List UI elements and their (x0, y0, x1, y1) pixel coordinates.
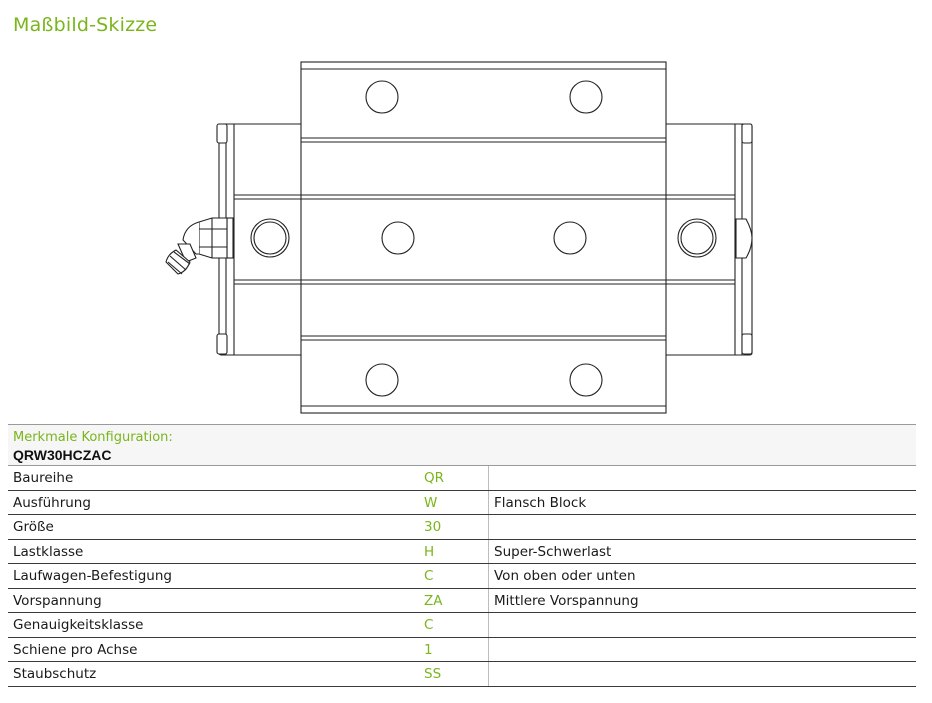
row-label: Genauigkeitsklasse (13, 617, 144, 633)
table-row: Schiene pro Achse 1 (8, 637, 916, 662)
row-code: SS (424, 666, 442, 682)
mounting-hole (569, 80, 603, 114)
row-desc: Mittlere Vorspannung (494, 592, 639, 609)
mounting-hole (553, 221, 587, 255)
config-heading: Merkmale Konfiguration: (13, 430, 173, 445)
row-desc: Flansch Block (494, 494, 587, 511)
dimension-drawing (165, 61, 753, 414)
config-header: Merkmale Konfiguration: QRW30HCZAC (8, 424, 916, 466)
table-row: Ausführung W Flansch Block (8, 490, 916, 515)
row-label: Laufwagen-Befestigung (13, 568, 172, 584)
left-cap-tab-top (216, 123, 228, 144)
row-code: H (424, 543, 435, 560)
config-table: Baureihe QR Ausführung W Flansch Block G… (8, 466, 916, 687)
right-cap-tab-bottom (741, 333, 753, 355)
row-code: C (424, 617, 434, 633)
row-label: Baureihe (13, 470, 74, 486)
rail-hole-inner (680, 221, 714, 255)
mounting-hole (365, 80, 399, 114)
table-row: Genauigkeitsklasse C (8, 613, 916, 638)
column-divider (488, 588, 489, 612)
carriage-block (300, 61, 667, 414)
row-code: W (424, 494, 438, 511)
table-row: Baureihe QR (8, 466, 916, 491)
grease-nipple (165, 217, 234, 275)
table-row: Größe 30 (8, 515, 916, 540)
row-code: C (424, 568, 434, 584)
config-code: QRW30HCZAC (13, 447, 112, 463)
right-cap-tab-top (741, 123, 753, 144)
row-label: Lastklasse (13, 543, 84, 560)
row-label: Größe (13, 519, 54, 535)
column-divider (488, 564, 489, 588)
column-divider (488, 662, 489, 686)
column-divider (488, 613, 489, 637)
row-code: 1 (424, 641, 433, 658)
row-code: QR (424, 470, 445, 486)
column-divider (488, 466, 489, 490)
row-desc: Von oben oder unten (494, 568, 636, 584)
row-label: Ausführung (13, 494, 91, 511)
row-code: ZA (424, 592, 443, 609)
rail-hole (250, 218, 290, 258)
page-title: Maßbild-Skizze (13, 14, 158, 36)
table-row: Vorspannung ZA Mittlere Vorspannung (8, 588, 916, 613)
left-cap-tab-bottom (216, 333, 228, 355)
rail-hole-inner (253, 221, 287, 255)
row-desc: Super-Schwerlast (494, 543, 612, 560)
column-divider (488, 539, 489, 563)
row-label: Schiene pro Achse (13, 641, 138, 658)
end-seal-plug (735, 218, 753, 259)
rail-hole (677, 218, 717, 258)
row-label: Vorspannung (13, 592, 102, 609)
row-code: 30 (424, 519, 442, 535)
table-row: Lastklasse H Super-Schwerlast (8, 539, 916, 564)
column-divider (488, 637, 489, 661)
mounting-hole (365, 363, 399, 397)
column-divider (488, 490, 489, 514)
row-label: Staubschutz (13, 666, 97, 682)
table-row: Laufwagen-Befestigung C Von oben oder un… (8, 564, 916, 589)
mounting-hole (381, 221, 415, 255)
mounting-hole (569, 363, 603, 397)
table-row: Staubschutz SS (8, 662, 916, 687)
column-divider (488, 515, 489, 539)
